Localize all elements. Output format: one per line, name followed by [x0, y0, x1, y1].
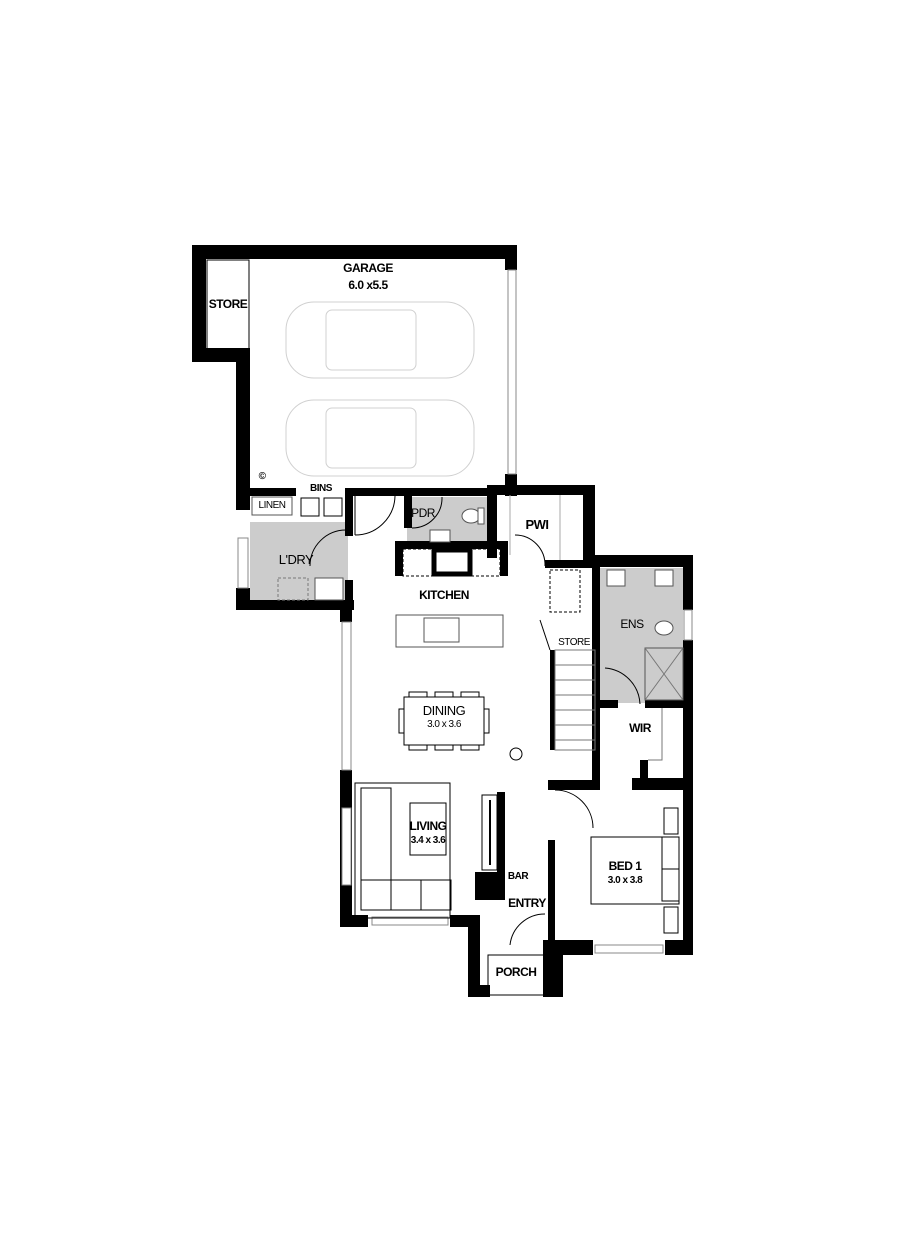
room-size-garage: 6.0 x5.5: [348, 278, 388, 292]
garage-store-box: [206, 259, 250, 351]
room-label-dining: DINING: [422, 703, 466, 718]
room-label-kitchen: KITCHEN: [419, 588, 469, 602]
walls: [192, 245, 693, 997]
room-label-bins: BINS: [310, 483, 332, 494]
kitchen-island: [395, 614, 504, 648]
room-label-garage-store: STORE: [208, 297, 248, 311]
room-label-entry: ENTRY: [508, 896, 546, 910]
room-label-bed1: BED 1: [608, 859, 642, 873]
door-swings: [309, 495, 641, 946]
coffee-table: [409, 802, 447, 856]
room-label-garage: GARAGE: [343, 261, 393, 275]
room-label-wir: WIR: [629, 721, 651, 735]
room-size-living: 3.4 x 3.6: [410, 835, 446, 846]
room-label-linen: LINEN: [258, 500, 286, 511]
room-label-bar: BAR: [507, 871, 529, 882]
room-label-porch: PORCH: [495, 965, 537, 979]
fixtures: [206, 259, 684, 996]
room-size-dining: 3.0 x 3.6: [427, 719, 461, 730]
room-label-store: STORE: [558, 637, 590, 648]
room-size-bed1: 3.0 x 3.8: [607, 875, 643, 886]
windows: [237, 269, 693, 954]
room-label-pwi: PWI: [525, 517, 549, 532]
room-label-living: LIVING: [409, 819, 447, 833]
room-label-ens: ENS: [620, 617, 644, 631]
hws-symbol: ©: [258, 471, 266, 482]
room-label-laundry: L'DRY: [278, 552, 314, 567]
room-label-pdr: PDR: [411, 506, 435, 520]
